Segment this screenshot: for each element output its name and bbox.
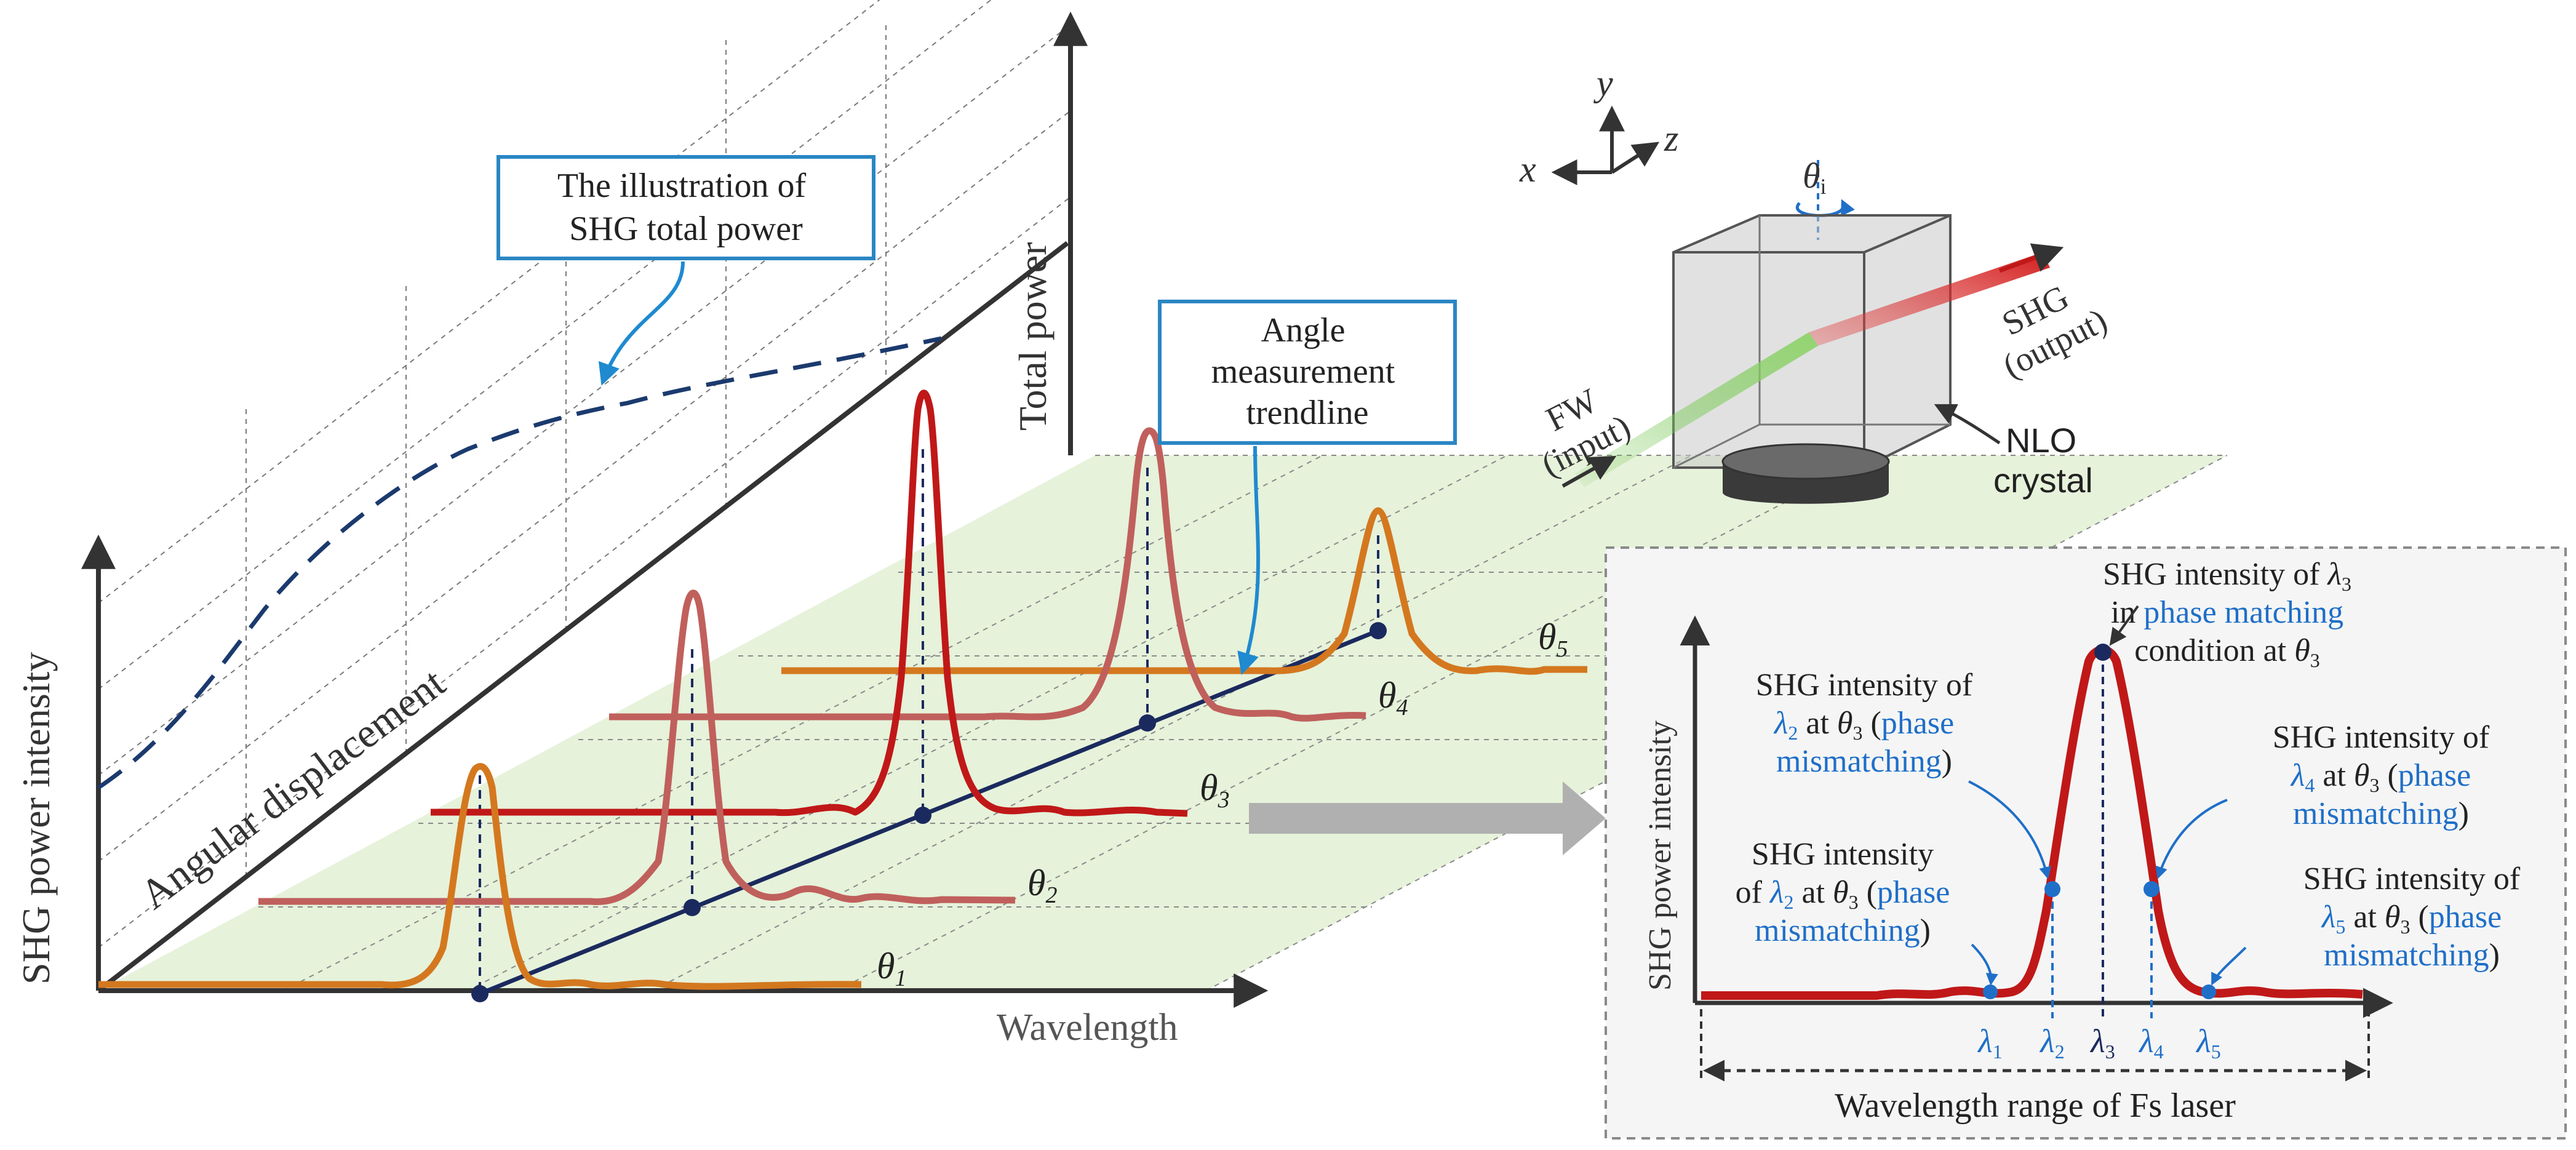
shg-beam xyxy=(1809,252,2050,346)
annotation-l2-upper-line3: mismatching) xyxy=(1776,744,1952,779)
callout-total-power-line2: SHG total power xyxy=(569,210,803,248)
annotation-peak-line3: condition at θ3 xyxy=(2134,633,2320,671)
total-power-curve xyxy=(97,336,942,789)
annotation-l2-lower-line2: of λ2 at θ3 (phase xyxy=(1736,875,1950,913)
annotation-peak-line1: SHG intensity of λ3 xyxy=(2103,557,2351,595)
inset-y-axis-label: SHG power intensity xyxy=(1643,721,1678,991)
annotation-l5-line2: λ5 at θ3 (phase xyxy=(2321,900,2502,938)
axis-x-label: x xyxy=(1519,149,1536,190)
rotation-label: θi xyxy=(1803,156,1827,199)
axes-3d xyxy=(81,11,1269,1008)
inset-drop-lines xyxy=(2051,652,2153,1018)
theta-label-1: θ1 xyxy=(877,946,906,991)
lambda-tick-4: λ4 xyxy=(2138,1023,2163,1063)
theta-label-3: θ3 xyxy=(1200,767,1229,813)
experimental-setup: y x z θi FW (input) SHG (ou xyxy=(1519,63,2113,504)
axis-z-label: z xyxy=(1664,118,1678,159)
annotation-l2-lower-line1: SHG intensity xyxy=(1752,837,1934,872)
annotation-l5-line3: mismatching) xyxy=(2324,938,2500,973)
annotation-l2-upper: SHG intensity of λ2 at θ3 (phase mismatc… xyxy=(1756,668,1973,779)
svg-text:The illustration of SH: The illustration of SHG total power xyxy=(557,167,815,248)
annotation-l5: SHG intensity of λ5 at θ3 (phase mismatc… xyxy=(2303,861,2521,973)
annotation-l5-line1: SHG intensity of xyxy=(2303,861,2521,896)
range-arrow xyxy=(1700,1009,2370,1082)
axis-y-label: y xyxy=(1593,63,1613,103)
theta-label-2: θ2 xyxy=(1027,863,1057,908)
total-power-label: Total power xyxy=(1011,242,1055,431)
callout-trendline-line2: measurement xyxy=(1211,353,1395,391)
x-axis-label: Wavelength xyxy=(997,1007,1178,1048)
annotation-l2-upper-line2: λ2 at θ3 (phase xyxy=(1773,706,1954,744)
annotation-l2-upper-line1: SHG intensity of xyxy=(1756,668,1973,703)
lambda-tick-1: λ1 xyxy=(1977,1023,2002,1063)
annotation-peak-line2: in phase matching xyxy=(2111,595,2343,630)
spectrum-theta3 xyxy=(431,389,1188,817)
rotation-mount xyxy=(1721,443,1890,504)
fw-input-arrow xyxy=(1561,455,1617,488)
crystal-pointer xyxy=(1934,404,2001,445)
theta-label-5: θ5 xyxy=(1538,617,1568,662)
theta-label-4: θ4 xyxy=(1378,675,1408,721)
range-label: Wavelength range of Fs laser xyxy=(1835,1087,2236,1125)
coordinate-axes-icon xyxy=(1551,105,1660,185)
annotation-l4: SHG intensity of λ4 at θ3 (phase mismatc… xyxy=(2273,720,2490,831)
annotation-l4-line3: mismatching) xyxy=(2293,796,2469,831)
callout-total-power-line1: The illustration of xyxy=(557,167,807,205)
transition-arrow xyxy=(1249,781,1606,855)
rotation-icon xyxy=(1796,199,1855,217)
callout-trendline-line3: trendline xyxy=(1246,394,1368,432)
spectrum-theta5 xyxy=(781,507,1587,675)
callout-trendline-line1: Angle xyxy=(1261,311,1346,349)
crystal-label-line1: NLO xyxy=(2006,421,2076,460)
annotation-l4-line2: λ4 at θ3 (phase xyxy=(2290,758,2471,796)
annotation-l2-lower-line3: mismatching) xyxy=(1755,913,1931,948)
lambda-tick-2: λ2 xyxy=(2039,1023,2064,1063)
inset-panel: SHG power intensity λ1 λ2 λ3 λ4 λ5 xyxy=(1605,546,2567,1140)
inset-points xyxy=(1983,644,2216,999)
crystal-label-line2: crystal xyxy=(1993,461,2093,500)
crystal-label: NLO crystal xyxy=(1993,421,2093,500)
lambda-ticks: λ1 λ2 λ3 λ4 λ5 xyxy=(1977,1023,2220,1063)
fw-beam xyxy=(1575,332,1818,487)
peak-dots xyxy=(471,622,1387,1002)
spectrum-theta4 xyxy=(609,427,1366,722)
shg-output-label: SHG (output) xyxy=(1980,267,2113,385)
callout-trendline: Angle measurement trendline xyxy=(1158,300,1457,675)
y-axis-label: SHG power intensity xyxy=(14,652,58,984)
spectrum-theta2 xyxy=(258,589,1016,906)
spectrum-theta1 xyxy=(98,763,862,990)
annotation-l4-line1: SHG intensity of xyxy=(2273,720,2490,755)
lambda-tick-3: λ3 xyxy=(2089,1023,2115,1063)
annotation-l2-lower: SHG intensity of λ2 at θ3 (phase mismatc… xyxy=(1736,837,1950,948)
svg-text:Angle measurement: Angle measurement trendline xyxy=(1211,311,1404,432)
lambda-tick-5: λ5 xyxy=(2195,1023,2220,1063)
callout-total-power: The illustration of SHG total power xyxy=(496,155,875,386)
annotation-peak: SHG intensity of λ3 in phase matching co… xyxy=(2103,557,2351,671)
shg-output-arrow xyxy=(1998,243,2064,273)
inset-frame xyxy=(1605,546,2567,1140)
